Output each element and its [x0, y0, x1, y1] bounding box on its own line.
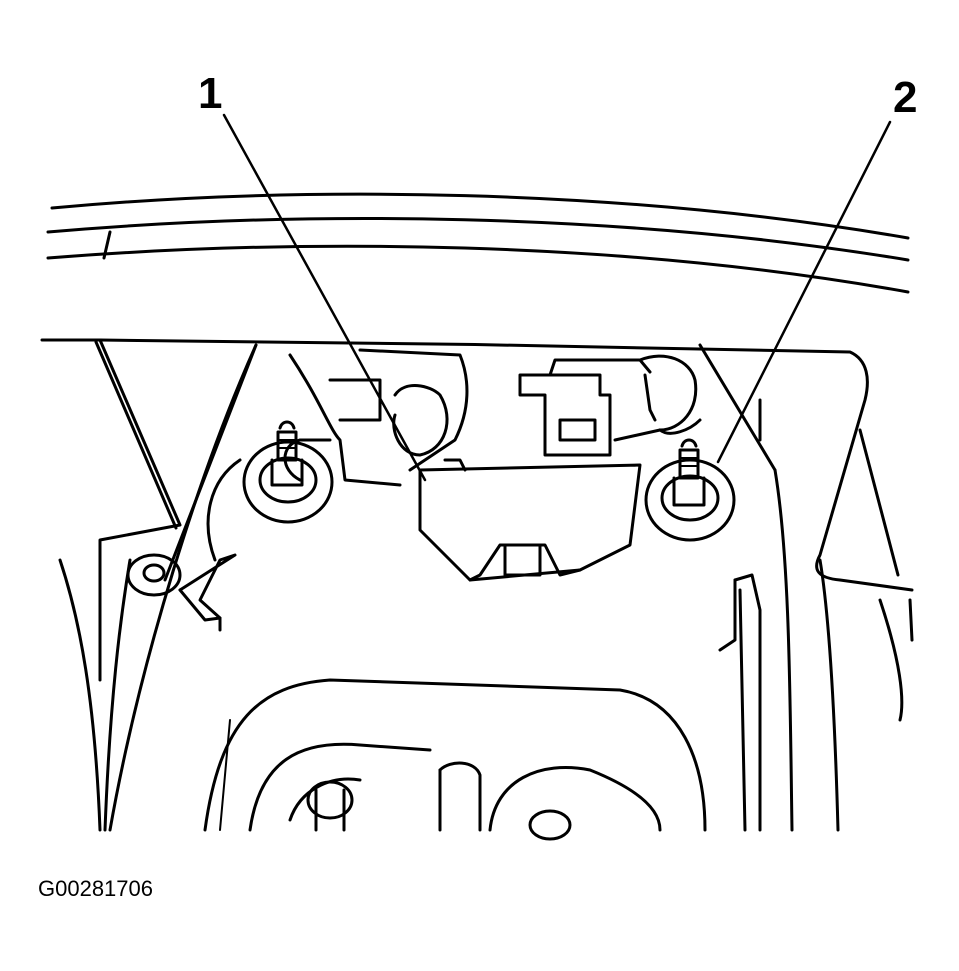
lower-bracket	[203, 678, 707, 841]
figure-id-label: G00281706	[38, 876, 153, 901]
mirror-trim-panel	[40, 338, 914, 722]
electrical-connector	[518, 354, 702, 457]
sensor-housing	[283, 348, 642, 582]
right-retaining-tab	[718, 573, 762, 832]
leader-line-2	[716, 120, 892, 464]
right-stud-nut	[644, 438, 736, 542]
leader-line-1	[222, 113, 427, 482]
callout-label-2: 2	[893, 73, 918, 122]
leader-lines	[222, 113, 892, 482]
mounting-plate	[108, 343, 794, 832]
roof-header-lines	[46, 192, 910, 294]
callout-label-1: 1	[198, 69, 223, 118]
side-pillars	[58, 558, 840, 832]
left-stud-nut	[242, 420, 334, 524]
left-retaining-tab	[178, 553, 237, 632]
